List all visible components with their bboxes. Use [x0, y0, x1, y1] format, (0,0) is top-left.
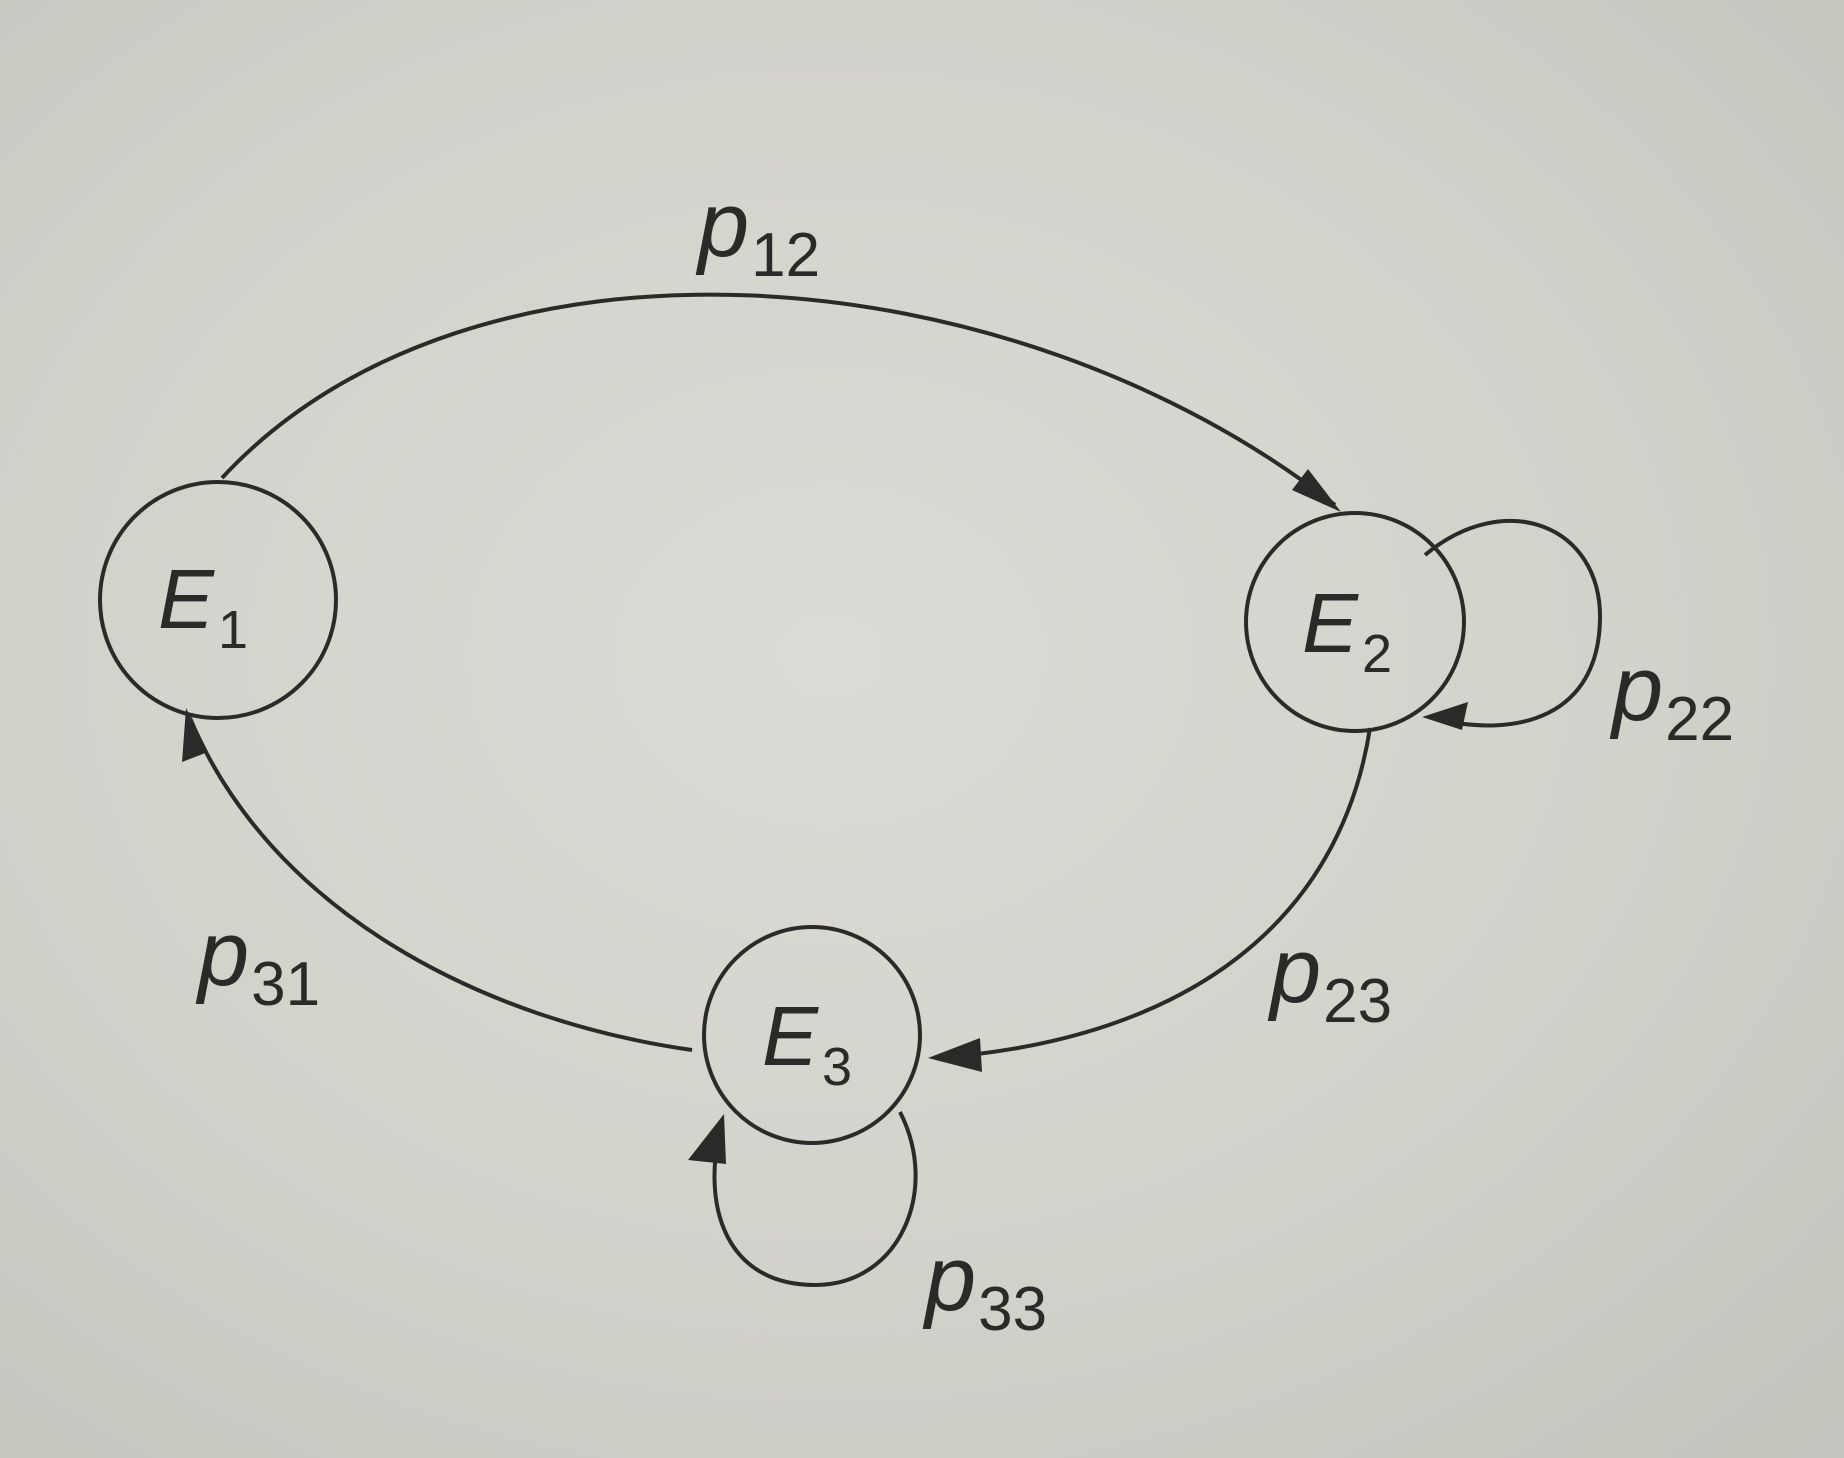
state-e3: E3 [702, 925, 922, 1145]
arrowhead-e3-to-e1 [182, 708, 208, 762]
arrowhead-e2-self-loop [1422, 702, 1468, 730]
edge-e3-self-loop [712, 1111, 918, 1288]
state-e2-label: E2 [1302, 576, 1392, 684]
state-e3-circle [702, 925, 922, 1145]
label-p12: p12 [695, 174, 820, 290]
state-e2: E2 [1244, 511, 1466, 733]
edge-e2-self-loop [1423, 518, 1603, 728]
label-p31: p31 [195, 903, 320, 1019]
label-p33: p33 [922, 1228, 1047, 1344]
arrowhead-e3-self-loop [688, 1114, 726, 1164]
edge-e1-to-e2 [220, 292, 1337, 507]
arrowhead-e1-to-e2 [1292, 469, 1341, 512]
state-e3-label: E3 [762, 989, 852, 1097]
label-p23: p23 [1267, 920, 1392, 1036]
arrowhead-e2-to-e3 [928, 1038, 982, 1072]
state-e1-label: E1 [158, 552, 248, 660]
edge-e3-to-e1 [188, 717, 693, 1052]
state-e1-circle [98, 480, 338, 720]
edge-e2-to-e3 [934, 727, 1372, 1060]
label-p22: p22 [1609, 638, 1734, 754]
state-e2-circle [1244, 511, 1466, 733]
state-e1: E1 [98, 480, 338, 720]
